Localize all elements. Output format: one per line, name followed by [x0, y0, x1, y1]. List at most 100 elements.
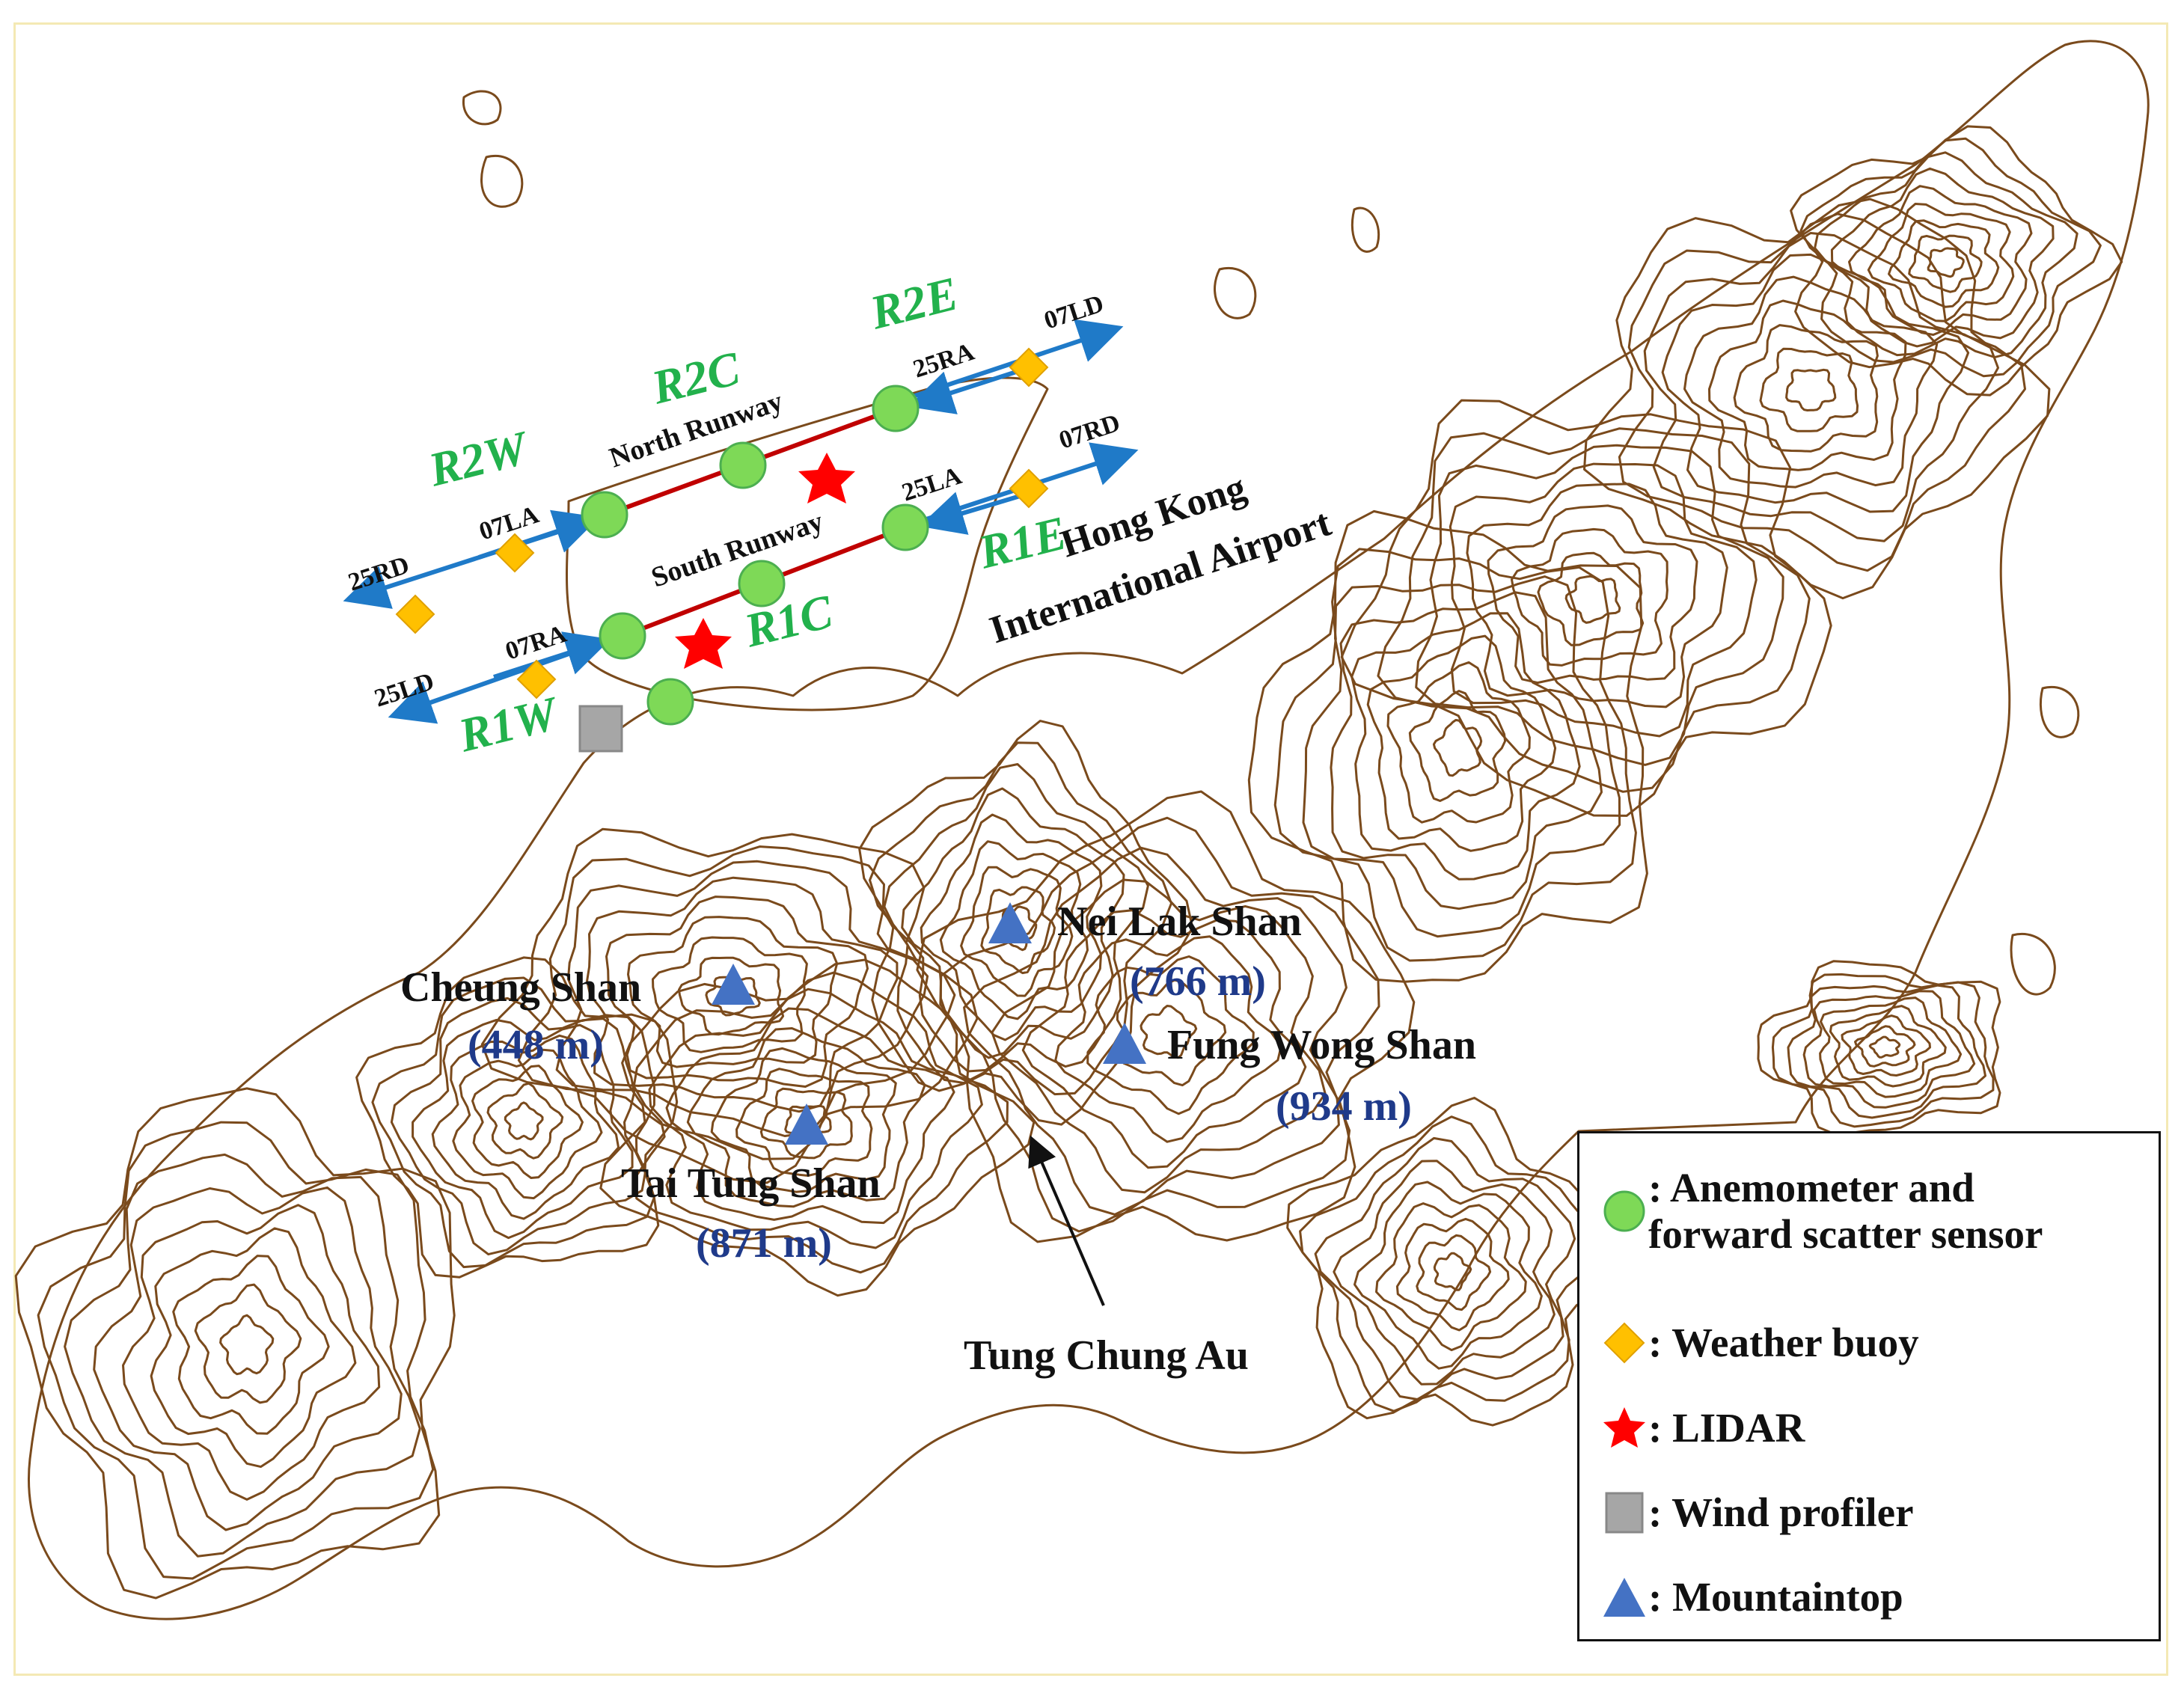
contour-ring	[1661, 253, 1970, 513]
legend-item-buoy: : Weather buoy	[1600, 1319, 1919, 1367]
contour-ring	[901, 787, 1125, 1059]
legend-label-anemometer-2: forward scatter sensor	[1648, 1211, 2043, 1257]
legend-item-profiler: : Wind profiler	[1600, 1489, 1914, 1537]
contour-ring	[1868, 1035, 1901, 1059]
contour-ring	[1140, 1005, 1198, 1059]
peak-cheung-shan	[712, 964, 755, 1005]
contour-ring	[1888, 219, 2000, 308]
peak-elev-fung-wong-shan: (934 m)	[1276, 1083, 1412, 1130]
tung-chung-au-pointer	[1028, 1135, 1105, 1306]
anemometer-south	[646, 678, 694, 726]
gray-square-icon	[1605, 1492, 1644, 1534]
terrain-rings	[14, 125, 2123, 1599]
contour-ring	[1333, 1160, 1556, 1386]
contour-ring	[452, 1048, 603, 1200]
contour-ring	[1366, 634, 1557, 852]
contour-ring	[1314, 1136, 1576, 1400]
lidar-south	[675, 618, 732, 669]
lidar-north	[798, 453, 855, 503]
anemometer-r1w	[599, 612, 646, 660]
contour-ring	[1375, 1202, 1527, 1352]
contour-ring	[605, 896, 869, 1088]
islet	[1214, 267, 1257, 319]
station-label-r1e: R1E	[973, 506, 1071, 579]
islet	[462, 90, 502, 126]
contour-ring	[1908, 234, 1983, 293]
peak-nei-lak-shan	[988, 902, 1032, 943]
islet	[480, 155, 524, 208]
contour-ring	[1449, 462, 1758, 738]
contour-ring	[632, 971, 1009, 1274]
contour-ring	[486, 1082, 564, 1160]
anemometer-markers	[581, 385, 929, 726]
mountaintop-markers	[712, 902, 1146, 1145]
peak-name-fung-wong-shan: Fung Wong Shan	[1167, 1022, 1476, 1068]
peak-name-nei-lak-shan: Nei Lak Shan	[1057, 898, 1302, 945]
legend-item-anemometer: : Anemometer and forward scatter sensor	[1600, 1165, 2043, 1258]
contour-ring	[1466, 483, 1728, 708]
contour-ring	[93, 1186, 403, 1531]
contour-ring	[858, 720, 1194, 1126]
contour-ring	[1302, 575, 1621, 938]
contour-lines	[14, 40, 2150, 1620]
contour-ring	[555, 860, 929, 1137]
station-label-r2e: R2E	[864, 266, 963, 340]
contour-ring	[1511, 527, 1668, 667]
runway-end-25la: 25LA	[899, 462, 965, 506]
contour-ring	[916, 790, 1416, 1243]
airport-island-outline	[566, 376, 1049, 711]
contour-ring	[991, 878, 1327, 1194]
anemometer-r1c	[738, 560, 786, 607]
contour-ring	[883, 763, 1149, 1073]
tung-chung-au-label: Tung Chung Au	[964, 1332, 1249, 1379]
runway-end-07rd: 07RD	[1056, 409, 1123, 455]
contour-ring	[652, 936, 808, 1053]
contour-ring	[1395, 1217, 1510, 1332]
contour-ring	[172, 1255, 330, 1435]
legend: : Anemometer and forward scatter sensor …	[1577, 1131, 2161, 1641]
legend-label-mountaintop: : Mountaintop	[1648, 1574, 1903, 1620]
lantau-coastline	[28, 40, 2150, 1620]
contour-ring	[1759, 347, 1859, 432]
anemometer-r2c	[719, 441, 767, 489]
lidar-markers	[675, 453, 855, 669]
contour-ring	[1247, 509, 1648, 983]
contour-ring	[1299, 1115, 1598, 1412]
legend-label-buoy: : Weather buoy	[1648, 1320, 1919, 1365]
contour-ring	[355, 956, 679, 1279]
peak-tai-tung-shan	[785, 1103, 828, 1145]
islet	[2039, 686, 2080, 738]
contour-ring	[1733, 324, 1879, 453]
contour-ring	[960, 866, 1074, 997]
contour-ring	[686, 1027, 926, 1208]
contour-ring	[1927, 247, 1965, 278]
peak-elev-tai-tung-shan: (871 m)	[696, 1220, 832, 1267]
contour-ring	[1433, 1252, 1472, 1291]
contour-ring	[1286, 1097, 1621, 1427]
contour-ring	[1802, 990, 1976, 1109]
contour-ring	[1848, 185, 2033, 336]
contour-ring	[1841, 1014, 1931, 1077]
arrow-25ra	[908, 364, 1033, 414]
red-star-icon	[1603, 1407, 1645, 1448]
legend-label-profiler: : Wind profiler	[1648, 1490, 1914, 1535]
contour-ring	[939, 816, 1380, 1233]
contour-ring	[390, 997, 646, 1256]
islet	[2010, 933, 2056, 996]
peak-name-tai-tung-shan: Tai Tung Shan	[621, 1160, 881, 1207]
contour-ring	[1564, 575, 1621, 624]
contour-ring	[1867, 203, 2015, 322]
contour-ring	[471, 1065, 584, 1179]
contour-ring	[1830, 167, 2055, 348]
legend-label-anemometer: : Anemometer and	[1648, 1165, 1975, 1210]
contour-ring	[1416, 1234, 1492, 1311]
wind-profiler-marker	[578, 705, 623, 753]
contour-ring	[1353, 1181, 1543, 1370]
contour-ring	[1829, 1005, 1947, 1088]
contour-ring	[1021, 909, 1307, 1169]
contour-ring	[759, 1087, 853, 1160]
contour-ring	[1054, 935, 1282, 1143]
contour-ring	[194, 1283, 302, 1404]
buoy-25rd	[395, 594, 435, 634]
legend-label-lidar: : LIDAR	[1648, 1405, 1805, 1451]
